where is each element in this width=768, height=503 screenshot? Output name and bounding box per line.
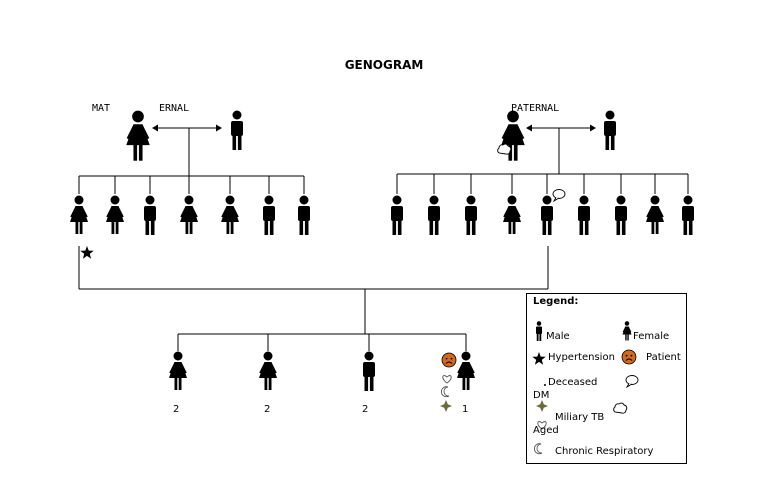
maternal-arrow-left <box>152 124 158 132</box>
maternal-grandfather <box>231 110 243 150</box>
speech-bubble-icon <box>625 375 639 389</box>
legend-deceased: Deceased <box>548 377 598 388</box>
maternal-sibling <box>263 195 275 235</box>
diagram-title: GENOGRAM <box>344 58 424 72</box>
paternal-grandfather <box>604 110 616 150</box>
child-figure <box>259 351 277 390</box>
paternal-sibling <box>465 195 477 235</box>
father-speech-bubble-icon <box>552 189 566 203</box>
paternal-sibling <box>391 195 403 235</box>
paternal-sibling <box>578 195 590 235</box>
hypertension-star <box>80 246 94 259</box>
legend-dm: DM <box>533 390 550 401</box>
maternal-sibling <box>180 195 198 234</box>
paternal-sibling <box>428 195 440 235</box>
patient-tb-star-icon <box>440 400 452 412</box>
maternal-sibling <box>70 195 88 234</box>
legend-chronic-respiratory: Chronic Respiratory <box>555 446 654 457</box>
maternal-arrow-right <box>216 124 222 132</box>
patient-sad-face-icon <box>441 352 457 368</box>
legend-box: Legend: Male Female Hypertension Patient… <box>526 293 687 464</box>
maternal-label-part2: ERNAL <box>159 103 190 114</box>
paternal-sibling <box>615 195 627 235</box>
child-figure <box>169 351 187 390</box>
legend-patient: Patient <box>646 352 681 363</box>
legend-miliary-tb: Miliary TB <box>555 412 605 423</box>
paternal-arrow-left <box>526 124 532 132</box>
paternal-arrow-right <box>590 124 596 132</box>
female-icon <box>622 321 632 341</box>
star-icon <box>532 352 546 365</box>
patient-figure <box>457 351 475 390</box>
moon-icon <box>534 443 543 455</box>
child2-count: 2 <box>264 404 271 415</box>
legend-male: Male <box>546 331 570 342</box>
maternal-sibling <box>221 195 239 234</box>
legend-heading: Legend: <box>533 296 579 307</box>
maternal-label-part1: MAT <box>92 103 111 114</box>
patient-count: 1 <box>462 404 469 415</box>
maternal-sibling <box>106 195 124 234</box>
paternal-sibling <box>682 195 694 235</box>
child-figure <box>363 351 375 391</box>
cross-icon <box>544 384 546 386</box>
cloud-icon <box>613 402 628 414</box>
patient-moon-icon <box>441 386 450 398</box>
paternal-label: PATERNAL <box>511 103 560 114</box>
heart-icon <box>537 421 547 430</box>
legend-female: Female <box>633 331 670 342</box>
male-icon <box>536 321 542 341</box>
legend-aged: Aged <box>533 425 559 436</box>
sad-face-icon <box>621 349 637 365</box>
child1-count: 2 <box>173 404 180 415</box>
child3-count: 2 <box>362 404 369 415</box>
paternal-sibling <box>541 195 553 235</box>
paternal-sibling <box>646 195 664 234</box>
maternal-sibling <box>298 195 310 235</box>
legend-icons <box>532 321 639 455</box>
patient-heart-icon <box>442 375 452 384</box>
legend-hypertension: Hypertension <box>548 352 615 363</box>
paternal-sibling <box>503 195 521 234</box>
maternal-grandmother <box>126 110 150 161</box>
grandmother-cloud-icon <box>497 143 512 155</box>
tb-star-icon <box>536 400 548 412</box>
maternal-sibling <box>144 195 156 235</box>
